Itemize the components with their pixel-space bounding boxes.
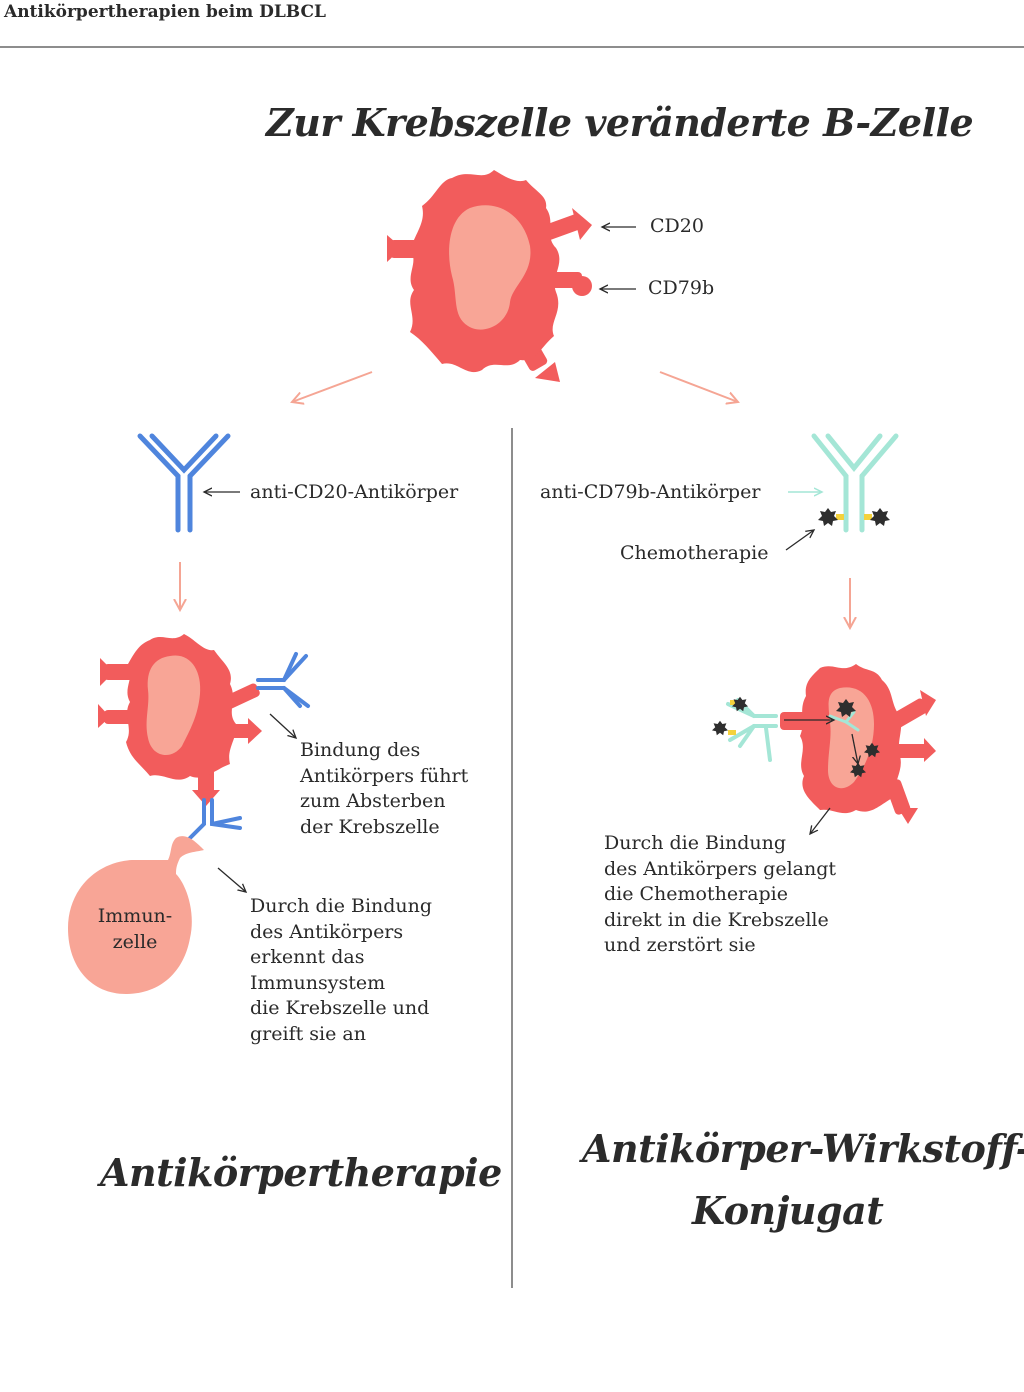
b-cell-top: [387, 170, 592, 382]
right-heading-line1: Antikörper-Wirkstoff-: [582, 1126, 1024, 1171]
b-cell-with-conjugate: [780, 664, 936, 824]
anti-cd79b-label: anti-CD79b-Antikörper: [540, 481, 761, 503]
header-divider: [0, 46, 1024, 48]
anti-cd20-label: anti-CD20-Antikörper: [250, 481, 459, 503]
chemo-label: Chemotherapie: [620, 542, 769, 564]
effect-text: Durch die Bindung des Antikörpers gelang…: [604, 832, 837, 956]
immune-cell: [68, 836, 204, 994]
binding-text: Bindung des Antikörpers führt zum Abster…: [300, 739, 469, 838]
binding-pointer-arrow: [269, 713, 296, 738]
immune-text: Durch die Bindung des Antikörpers erkenn…: [250, 895, 433, 1045]
right-branch-arrow: [659, 371, 738, 402]
cd79b-label: CD79b: [648, 277, 715, 299]
anti-cd79b-bound-antibody: [712, 696, 778, 762]
right-heading-line2: Konjugat: [692, 1188, 884, 1233]
anti-cd20-antibody: [137, 433, 231, 533]
main-title: Zur Krebszelle veränderte B-Zelle: [266, 100, 974, 145]
header-title: Antikörpertherapien beim DLBCL: [4, 2, 326, 22]
left-branch-arrow: [292, 371, 373, 402]
anti-cd20-bound-antibody: [256, 652, 310, 708]
cd20-label: CD20: [650, 215, 704, 237]
left-heading: Antikörpertherapie: [100, 1150, 502, 1195]
anti-cd79b-antibody: [811, 433, 899, 533]
chemo-pointer-arrow: [785, 530, 814, 551]
effect-pointer-arrow: [810, 807, 831, 834]
b-cell-with-anti-cd20: [98, 634, 262, 806]
immune-pointer-arrow: [217, 867, 246, 892]
immune-cell-label: Immun- zelle: [97, 905, 173, 953]
anti-cd20-linking-antibody: [182, 798, 242, 846]
